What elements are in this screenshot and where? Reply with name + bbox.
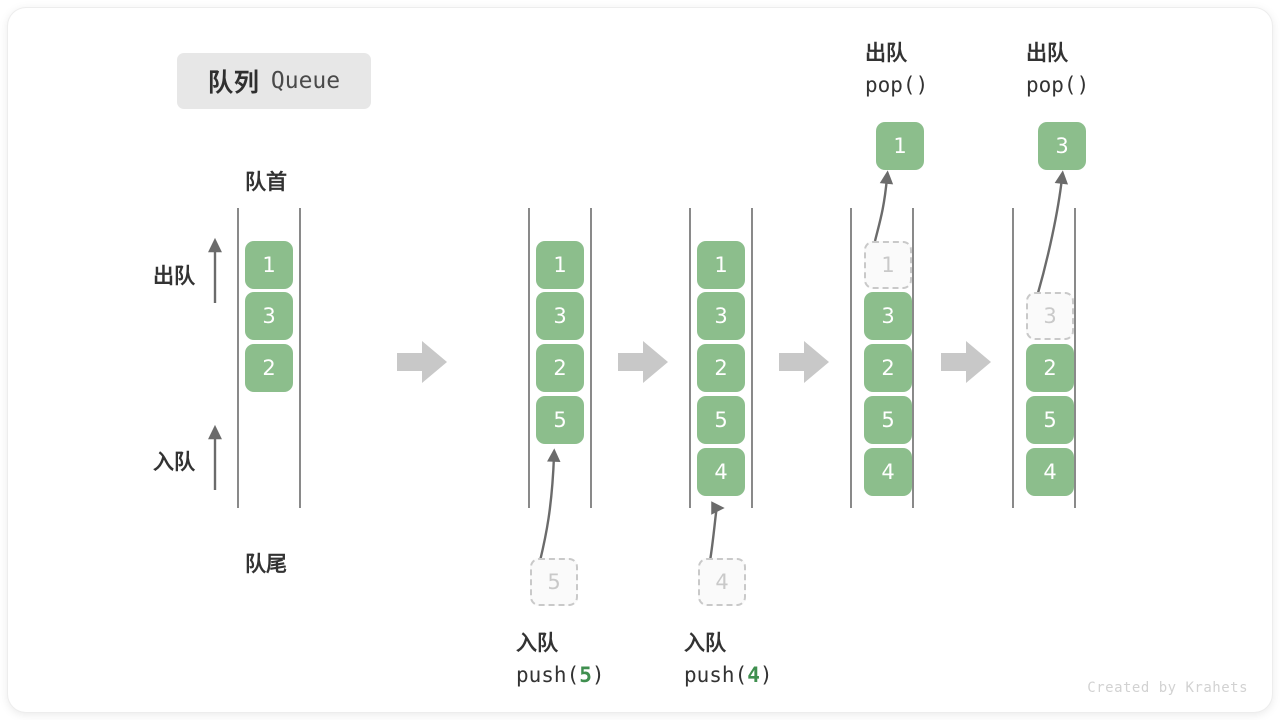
push-5-code-suffix: )	[591, 662, 605, 687]
queue-cell: 1	[697, 241, 745, 289]
title-cn: 队列	[207, 68, 260, 97]
diagram-overlay	[208, 170, 1076, 562]
enqueue-direction-label: 入队	[153, 450, 195, 474]
pop-3-label: 出队 pop()	[1026, 38, 1089, 101]
queue-cell: 3	[536, 292, 584, 340]
ghost-cell-pop: 1	[864, 241, 912, 289]
queue-rails	[237, 208, 1076, 508]
queue-cell: 3	[697, 292, 745, 340]
popped-cell: 3	[1038, 122, 1086, 170]
diagram-canvas: 队列 Queue	[8, 8, 1272, 712]
push-5-code-prefix: push(	[516, 662, 580, 687]
push-arrow-4	[708, 501, 725, 562]
queue-rear-label: 队尾	[245, 552, 287, 576]
queue-cell: 2	[245, 344, 293, 392]
queue-cell: 3	[245, 292, 293, 340]
push-5-label: 入队 push(5)	[516, 628, 605, 691]
push-4-label-code: push(4)	[684, 660, 773, 692]
queue-front-label: 队首	[245, 170, 287, 194]
queue-cell: 5	[1026, 396, 1074, 444]
ghost-cell-push: 4	[698, 558, 746, 606]
dequeue-direction-label: 出队	[153, 264, 195, 288]
push-4-label: 入队 push(4)	[684, 628, 773, 691]
ghost-cell-pop: 3	[1026, 292, 1074, 340]
push-arrow-5	[538, 448, 561, 562]
queue-cell: 5	[864, 396, 912, 444]
queue-cell: 2	[536, 344, 584, 392]
pop-1-label: 出队 pop()	[865, 38, 928, 101]
pop-arrow-3	[1036, 170, 1069, 294]
push-5-label-cn: 入队	[516, 631, 558, 655]
pop-arrow-1	[873, 170, 894, 242]
pop-3-label-code: pop()	[1026, 72, 1090, 97]
queue-cell: 4	[864, 448, 912, 496]
popped-cell: 1	[876, 122, 924, 170]
title-badge: 队列 Queue	[177, 53, 371, 109]
push-4-label-cn: 入队	[684, 631, 726, 655]
push-5-label-code: push(5)	[516, 660, 605, 692]
queue-cell: 2	[697, 344, 745, 392]
push-4-code-suffix: )	[759, 662, 773, 687]
ghost-cell-push: 5	[530, 558, 578, 606]
queue-cell: 1	[245, 241, 293, 289]
push-4-code-prefix: push(	[684, 662, 748, 687]
queue-cell: 4	[1026, 448, 1074, 496]
queue-cell: 1	[536, 241, 584, 289]
queue-cell: 2	[864, 344, 912, 392]
pop-3-label-cn: 出队	[1026, 41, 1068, 65]
queue-cell: 5	[536, 396, 584, 444]
pop-1-label-cn: 出队	[865, 41, 907, 65]
push-4-code-arg: 4	[747, 662, 760, 687]
push-5-code-arg: 5	[579, 662, 592, 687]
queue-cell: 2	[1026, 344, 1074, 392]
queue-cell: 4	[697, 448, 745, 496]
queue-cell: 3	[864, 292, 912, 340]
title-en: Queue	[270, 68, 341, 94]
credit-text: Created by Krahets	[1087, 680, 1248, 696]
queue-cell: 5	[697, 396, 745, 444]
pop-1-label-code: pop()	[865, 72, 929, 97]
